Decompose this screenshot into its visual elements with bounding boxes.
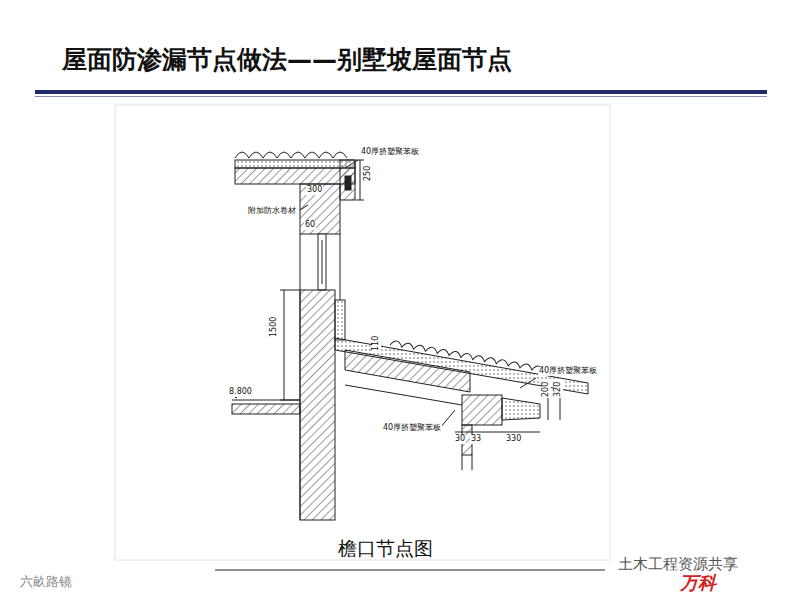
watermark: 土木工程资源共享 (618, 556, 738, 573)
wall-beam (300, 184, 340, 234)
eave-cornice (502, 398, 540, 420)
dimension: 60 (304, 221, 316, 230)
dimension: 110 (372, 335, 381, 352)
floor-slab (232, 404, 300, 414)
wall-insulation (335, 300, 345, 340)
slide-title: 屋面防渗漏节点做法——别墅坡屋面节点 (62, 46, 512, 74)
material-note: 40厚挤塑聚苯板 (538, 367, 598, 376)
wall (300, 290, 335, 520)
lower-roof-tiles (390, 340, 556, 374)
lower-roof-slab (345, 350, 470, 392)
material-note: 40厚挤塑聚苯板 (382, 424, 442, 433)
dimension: 300 (306, 186, 323, 195)
logo-text: 万科 (680, 573, 716, 593)
dimension: 1500 (270, 316, 279, 338)
material-note: 40厚挤塑聚苯板 (360, 148, 420, 157)
roof-slab (235, 168, 355, 184)
gutter (345, 176, 351, 190)
header-rule (35, 90, 767, 94)
watermark: 六畝路镜 (20, 575, 72, 589)
header-rule-thin (35, 96, 767, 97)
dimension: 30 (454, 435, 466, 444)
dimension: 320 (554, 381, 563, 398)
dimension: 330 (505, 435, 522, 444)
dimension-line (284, 290, 285, 400)
dimension: 250 (364, 165, 373, 182)
eave-beam (462, 395, 502, 425)
dimension: 200 (542, 381, 551, 398)
level-mark: 8.800 (228, 388, 253, 397)
insulation-layer (235, 160, 355, 168)
material-note: 附加防水卷材 (247, 207, 297, 216)
drawing-panel (115, 105, 610, 560)
dimension: 33 (470, 435, 482, 444)
drawing-caption: 檐口节点图 (338, 538, 433, 559)
roof-tiles (235, 152, 347, 158)
window-frame (318, 234, 326, 290)
